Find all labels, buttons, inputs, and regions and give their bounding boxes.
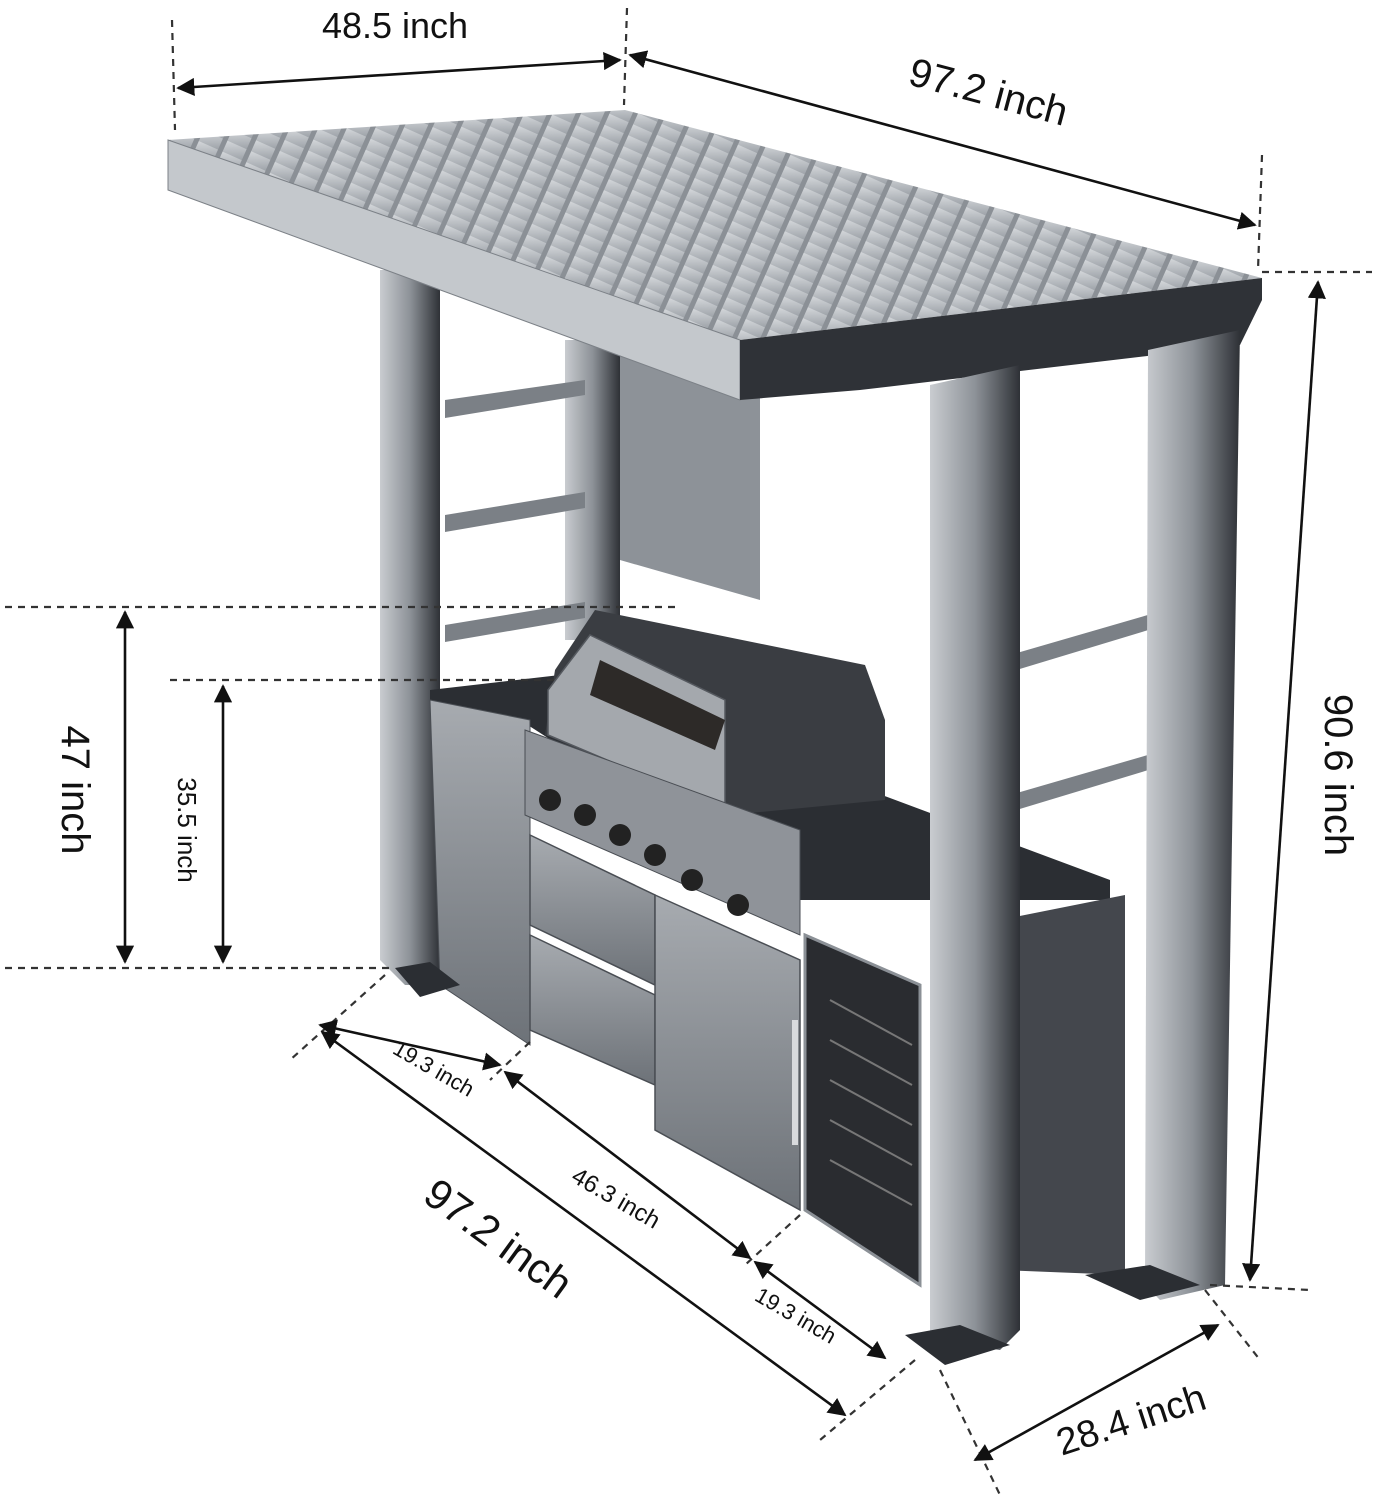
label-bottom-total-length: 97.2 inch [416,1169,582,1307]
label-sink-height: 47 inch [53,726,97,855]
back-shelf-lower [445,602,585,642]
front-right-post [930,365,1020,1350]
back-left-post [380,270,440,985]
foot-front-left [395,962,460,997]
right-shelf-upper [1010,610,1165,672]
beverage-fridge [803,932,922,1288]
back-panel-right [620,355,760,600]
label-depth: 28.4 inch [1051,1377,1211,1465]
grill-window [590,660,725,750]
label-total-height: 90.6 inch [1316,694,1360,856]
grill-knobs [539,789,749,916]
label-counter-height: 35.5 inch [172,777,202,883]
label-grill-section-width: 46.3 inch [567,1162,665,1234]
grill-control-panel [524,729,801,936]
right-cabinet [1000,895,1125,1275]
label-roof-front-width: 48.5 inch [322,5,468,46]
kitchen-structure [167,110,1262,1365]
back-shelf-upper [445,380,585,418]
left-cabinet [429,699,531,1046]
foot-back-right [1085,1265,1200,1300]
label-roof-side-length: 97.2 inch [904,50,1072,135]
cabinet-door [654,893,801,1212]
right-shelf-lower [1010,750,1165,812]
grill-hood-front [547,634,726,812]
dimension-lines [5,7,1372,1496]
roof-side-fascia [740,278,1262,400]
back-middle-post [565,340,620,640]
back-shelf-middle [445,492,585,532]
back-right-post [1145,330,1240,1300]
